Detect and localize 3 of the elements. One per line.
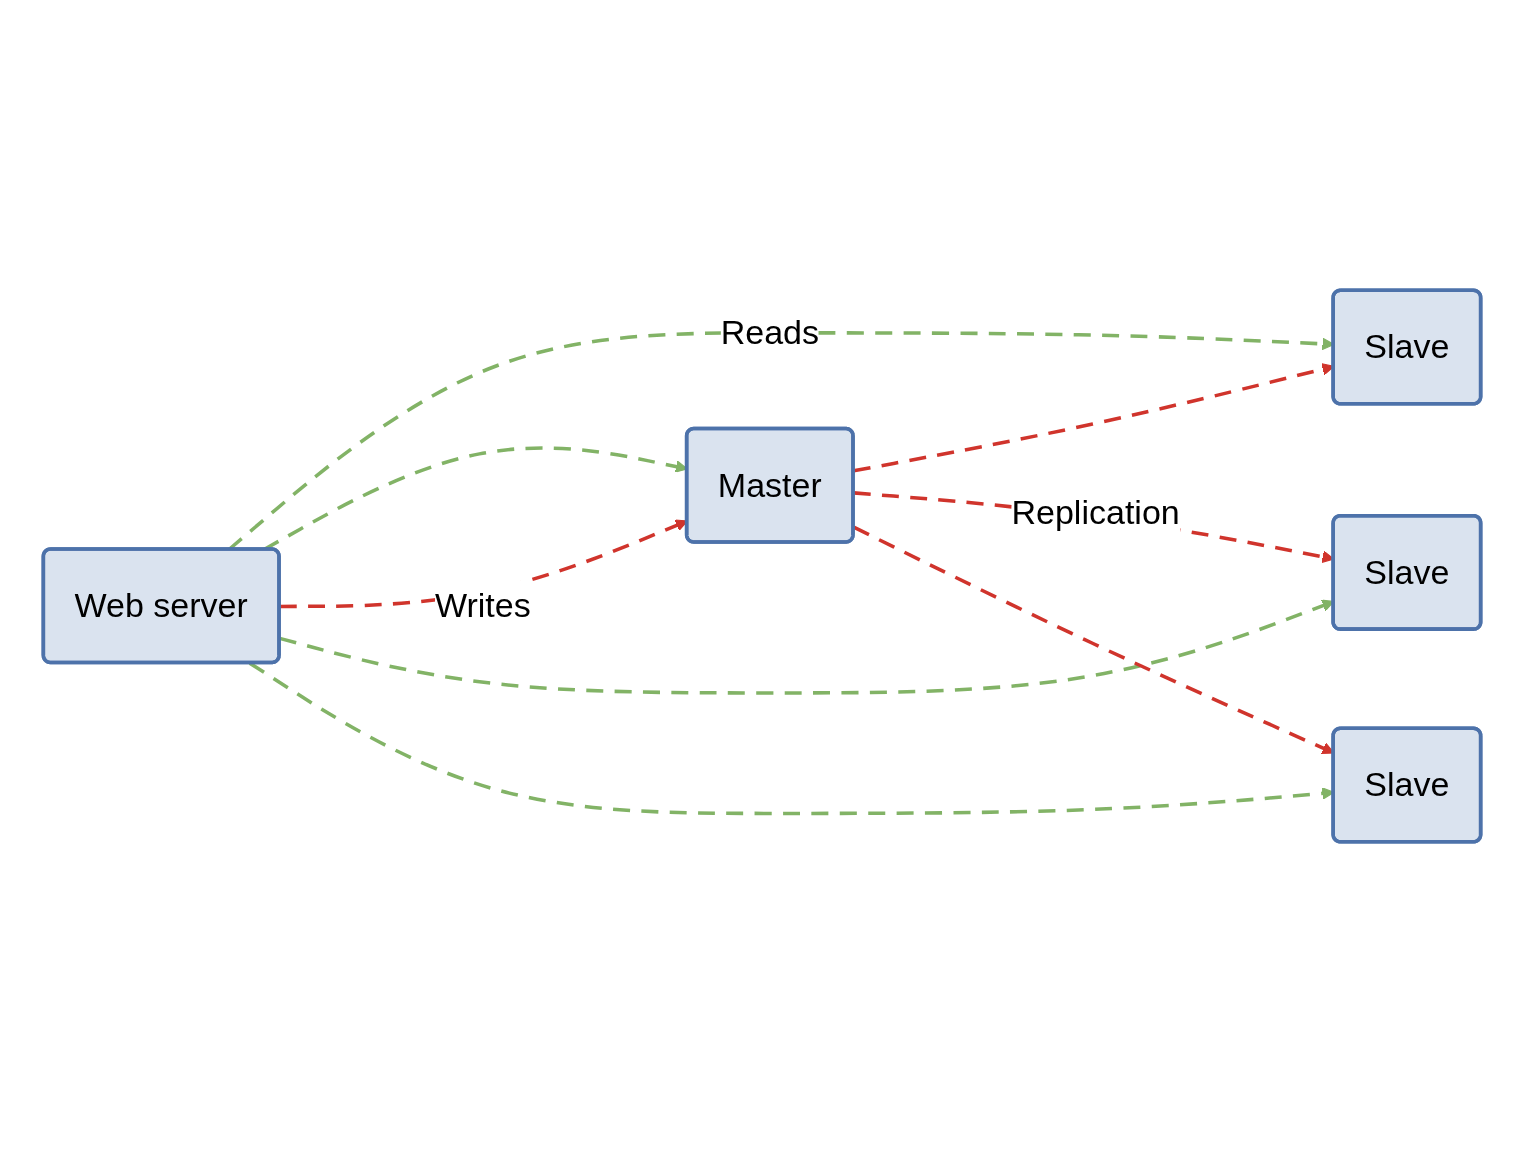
edge-label: Reads [720,312,819,352]
edge-label: Writes [434,585,531,625]
edge-label: Replication [1011,492,1180,532]
